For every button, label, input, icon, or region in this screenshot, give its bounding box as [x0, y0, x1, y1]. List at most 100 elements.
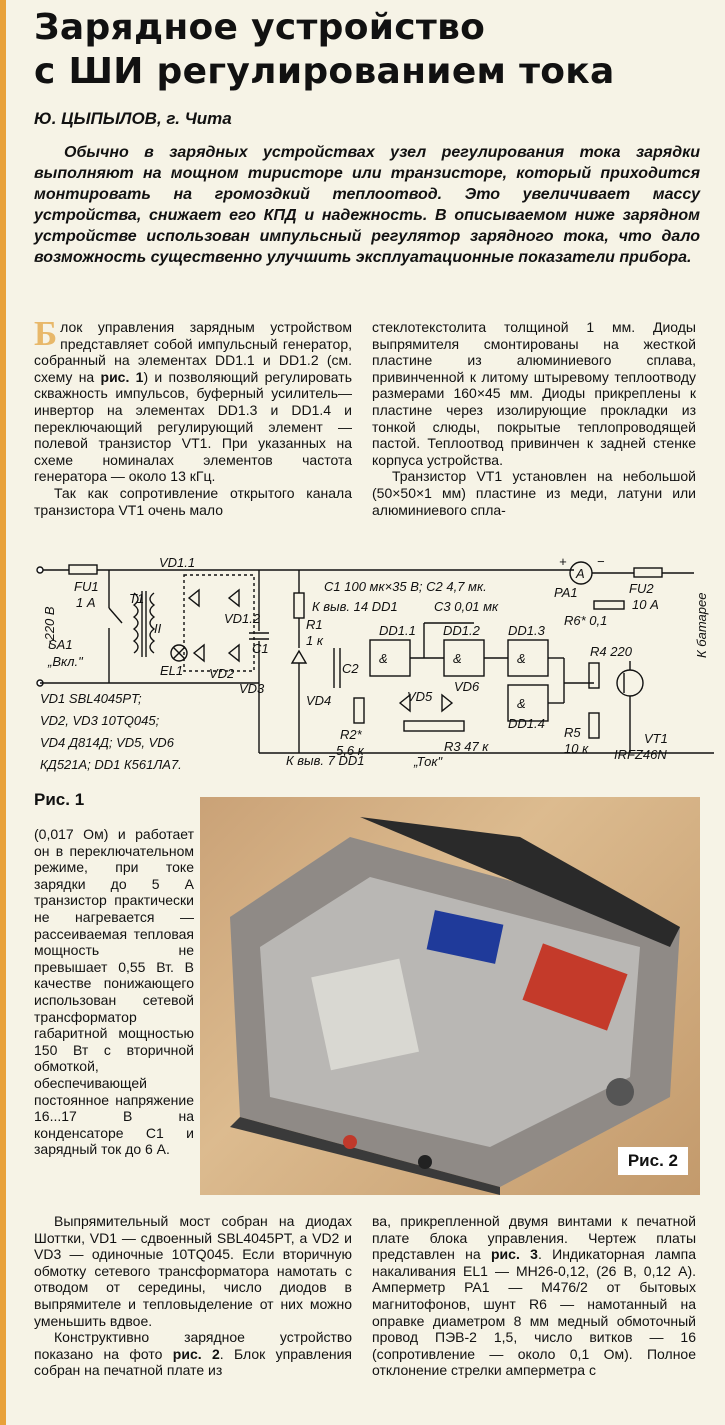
heatsink [360, 817, 680, 947]
paragraph: Конструктивно зарядное устройство показа… [34, 1329, 352, 1379]
text-column-right: стеклотекстолита толщиной 1 мм. Диоды вы… [372, 319, 696, 518]
gate-symbol: & [517, 651, 526, 666]
text-run: . Блок управления собран на печатной пла… [34, 1345, 352, 1379]
figure-reference: рис. 2 [172, 1345, 220, 1362]
label-r3-name: „Ток" [413, 754, 443, 769]
label-ammeter: A [575, 566, 585, 581]
label-dd13: DD1.3 [508, 623, 546, 638]
circuit-schematic: FU1 1 А ~220 В SA1 „Вкл." T1 II EL1 VD1.… [36, 554, 714, 772]
figure-reference: рис. 1 [100, 368, 144, 385]
gate-dd13 [507, 639, 549, 677]
label-caps: C1 100 мк×35 В; C2 4,7 мк. [324, 579, 487, 594]
resistor-r5 [588, 712, 600, 739]
label-fu1-value: 1 А [76, 595, 96, 610]
title-line-1: Зарядное устройство [34, 7, 486, 48]
front-panel [230, 1117, 500, 1195]
parts-list-line: КД521А; DD1 К561ЛА7. [40, 757, 182, 772]
potentiometer-r3 [403, 720, 465, 732]
text-column-bottom-right: ва, прикрепленной двумя винтами к печатн… [372, 1213, 696, 1379]
title-line-2: с ШИ регулированием тока [34, 51, 615, 92]
figure-reference: рис. 3 [491, 1246, 538, 1263]
fuse-fu1 [68, 564, 98, 575]
label-r1-value: 1 к [306, 633, 324, 648]
label-mains: ~220 В [42, 606, 57, 648]
label-vd12: VD1.2 [224, 611, 261, 626]
knob [606, 1078, 634, 1106]
label-dd11: DD1.1 [379, 623, 416, 638]
paragraph: ва, прикрепленной двумя винтами к печатн… [372, 1213, 696, 1379]
resistor-r1 [293, 592, 305, 619]
capacitor [426, 910, 504, 964]
label-vt1: VT1 [644, 731, 668, 746]
parts-list-line: VD2, VD3 10TQ045; [40, 713, 160, 728]
circuit-board [522, 943, 628, 1031]
narrow-column-text: (0,017 Ом) и работает он в переключатель… [34, 826, 194, 1158]
label-t1: T1 [129, 591, 144, 606]
label-el1: EL1 [160, 663, 183, 678]
label-vd5: VD5 [407, 689, 433, 704]
label-vd3: VD3 [239, 681, 265, 696]
text-run: . Индикаторная лампа накаливания EL1 — М… [372, 1246, 697, 1379]
label-vd6: VD6 [454, 679, 480, 694]
transformer-secondary [149, 592, 156, 654]
label-fu2-value: 10 А [632, 597, 659, 612]
label-r5: R5 [564, 725, 581, 740]
terminal-red [343, 1135, 357, 1149]
label-r2: R2* [340, 727, 363, 742]
label-c1: C1 [252, 641, 269, 656]
terminal-black [418, 1155, 432, 1169]
diode-bridge [183, 574, 255, 672]
transformer-primary [132, 592, 139, 654]
author-byline: Ю. ЦЫПЫЛОВ, г. Чита [34, 109, 232, 128]
drop-cap: Б [34, 314, 58, 353]
label-c2: C2 [342, 661, 359, 676]
gate-symbol: & [379, 651, 388, 666]
label-sa1-name: „Вкл." [47, 654, 84, 669]
label-r6: R6* 0,1 [564, 613, 607, 628]
device-photo-drawing [230, 817, 680, 1195]
label-pin14: К выв. 14 DD1 [312, 599, 398, 614]
label-dd14: DD1.4 [508, 716, 545, 731]
figure-2-label: Рис. 2 [617, 1147, 688, 1175]
label-minus: − [597, 554, 605, 569]
transistor-vt1 [616, 669, 644, 697]
label-fu1: FU1 [74, 579, 99, 594]
accent-margin-bar [0, 0, 6, 1425]
label-plus: + [559, 554, 567, 569]
label-ii: II [154, 621, 162, 636]
gate-dd11 [369, 639, 411, 677]
gate-symbol: & [453, 651, 462, 666]
resistor-r4 [588, 662, 600, 689]
fuse-fu2 [633, 567, 663, 578]
device-photo: Рис. 2 [200, 797, 700, 1195]
article-title: Зарядное устройство с ШИ регулированием … [34, 6, 714, 94]
transformer [311, 958, 419, 1071]
label-dd12: DD1.2 [443, 623, 481, 638]
paragraph: Так как сопротивление открытого канала т… [34, 484, 352, 518]
lead-paragraph: Обычно в зарядных устройствах узел регул… [34, 144, 700, 266]
label-r3: R3 47 к [444, 739, 489, 754]
label-r4: R4 220 [590, 644, 633, 659]
label-vd11: VD1.1 [159, 555, 195, 570]
label-vd2: VD2 [209, 666, 235, 681]
text-run: лок управления зарядным устройством пред… [34, 319, 352, 385]
parts-list-line: VD4 Д814Д; VD5, VD6 [40, 735, 175, 750]
text-run: ва, прикрепленной двумя винтами к печатн… [372, 1213, 696, 1263]
paragraph: Выпрямительный мост собран на диодах Шот… [34, 1213, 352, 1329]
label-vt1-type: IRFZ46N [614, 747, 667, 762]
label-fu2: FU2 [629, 581, 654, 596]
label-r2-value: 5,6 к [336, 743, 365, 758]
label-pin7: К выв. 7 DD1 [286, 753, 364, 768]
paragraph: стеклотекстолита толщиной 1 мм. Диоды вы… [372, 319, 696, 468]
text-run: Конструктивно зарядное устройство показа… [34, 1329, 352, 1362]
shunt-r6 [593, 600, 625, 610]
label-r1: R1 [306, 617, 323, 632]
label-c3: C3 0,01 мк [434, 599, 499, 614]
gate-dd12 [443, 639, 485, 677]
label-vd4: VD4 [306, 693, 331, 708]
text-column-bottom-left: Выпрямительный мост собран на диодах Шот… [34, 1213, 352, 1379]
diode-vd6 [441, 693, 454, 713]
label-battery: К батарее [694, 593, 709, 658]
